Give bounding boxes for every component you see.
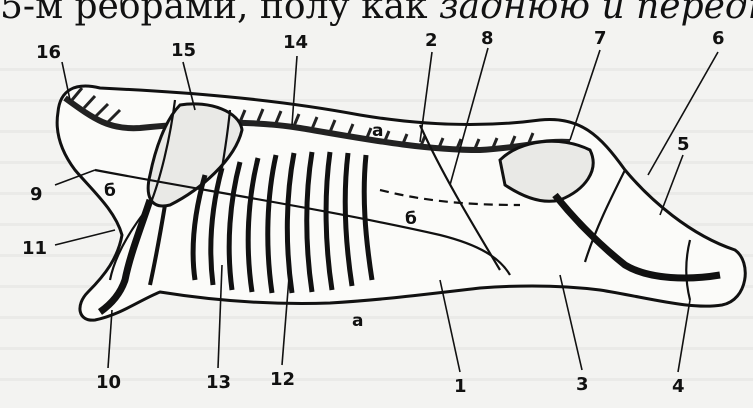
callout-5: 5 [677, 134, 690, 155]
callout-8: 8 [481, 28, 494, 49]
callout-15: 15 [171, 40, 196, 61]
region-letter-a-bottom: а [352, 311, 363, 331]
callout-6: 6 [712, 28, 725, 49]
callout-1: 1 [454, 376, 467, 397]
region-letter-b-left: б [104, 181, 116, 201]
callout-16: 16 [36, 42, 61, 63]
callout-13: 13 [206, 372, 231, 393]
callout-9: 9 [30, 184, 43, 205]
region-letter-b-mid: б [405, 209, 417, 229]
callout-12: 12 [270, 369, 295, 390]
callout-11: 11 [22, 238, 47, 259]
callout-2: 2 [425, 30, 438, 51]
callout-4: 4 [672, 376, 685, 397]
callout-14: 14 [283, 32, 308, 53]
callout-7: 7 [594, 28, 607, 49]
callout-10: 10 [96, 372, 121, 393]
region-letter-a-top: а [372, 121, 383, 141]
callout-3: 3 [576, 374, 589, 395]
